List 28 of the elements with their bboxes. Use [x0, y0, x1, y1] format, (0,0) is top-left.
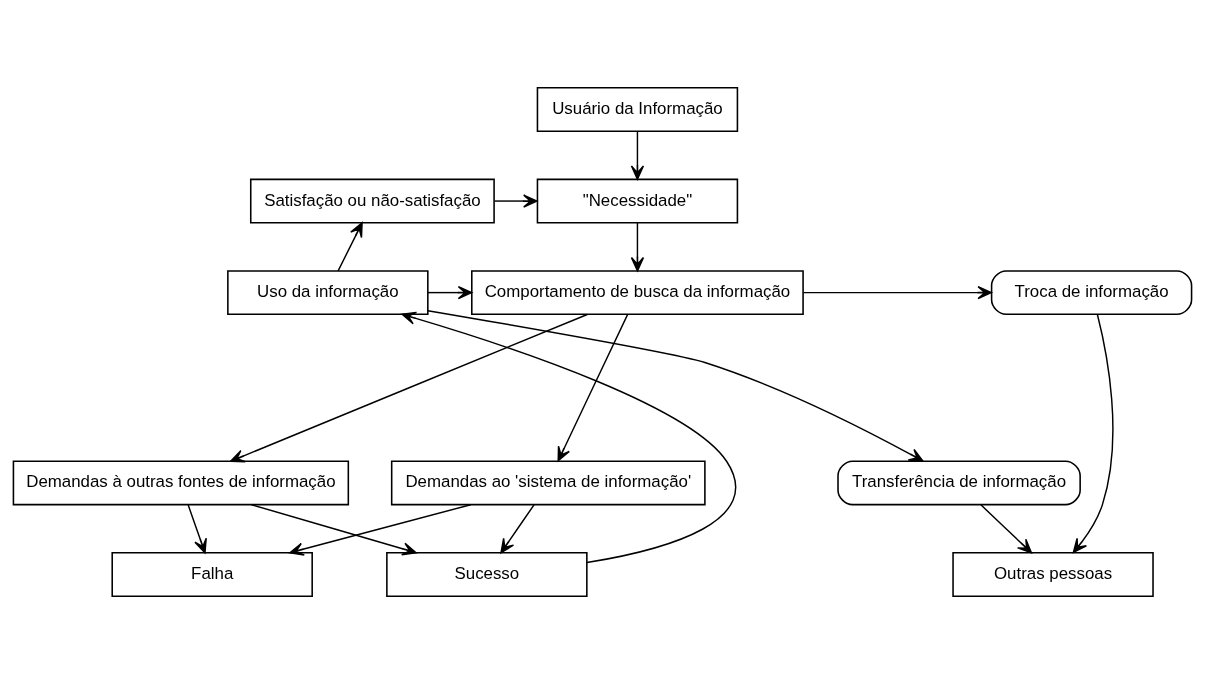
arrow — [630, 222, 645, 272]
arrow — [427, 309, 924, 462]
arrow — [401, 311, 737, 564]
arrow — [557, 313, 629, 462]
arrow — [337, 222, 363, 272]
arrow — [980, 504, 1033, 554]
arrow — [289, 504, 472, 556]
node-box: Satisfação ou não-satisfação — [249, 178, 495, 224]
arrow — [493, 194, 538, 208]
node-box: Sucesso — [386, 552, 588, 597]
node-box: Demandas ao 'sistema de informação' — [390, 460, 706, 506]
arrow — [802, 285, 993, 300]
node-box: Usuário da Informação — [536, 87, 739, 132]
arrow — [427, 285, 473, 300]
arrow — [187, 504, 207, 554]
node-box: "Necessidade" — [536, 178, 739, 224]
arrow — [630, 130, 645, 180]
node-box: Outras pessoas — [952, 552, 1154, 597]
arrow — [250, 504, 417, 556]
node-box: Comportamento de busca da informação — [471, 270, 804, 316]
node-box: Falha — [111, 552, 313, 597]
arrow — [1072, 313, 1114, 554]
node-box: Troca de informação — [990, 270, 1193, 316]
node-box: Transferência de informação — [837, 460, 1081, 506]
node-box: Demandas à outras fontes de informação — [12, 460, 350, 506]
arrow — [230, 313, 588, 463]
node-box: Uso da informação — [227, 270, 429, 316]
arrow — [500, 504, 535, 554]
